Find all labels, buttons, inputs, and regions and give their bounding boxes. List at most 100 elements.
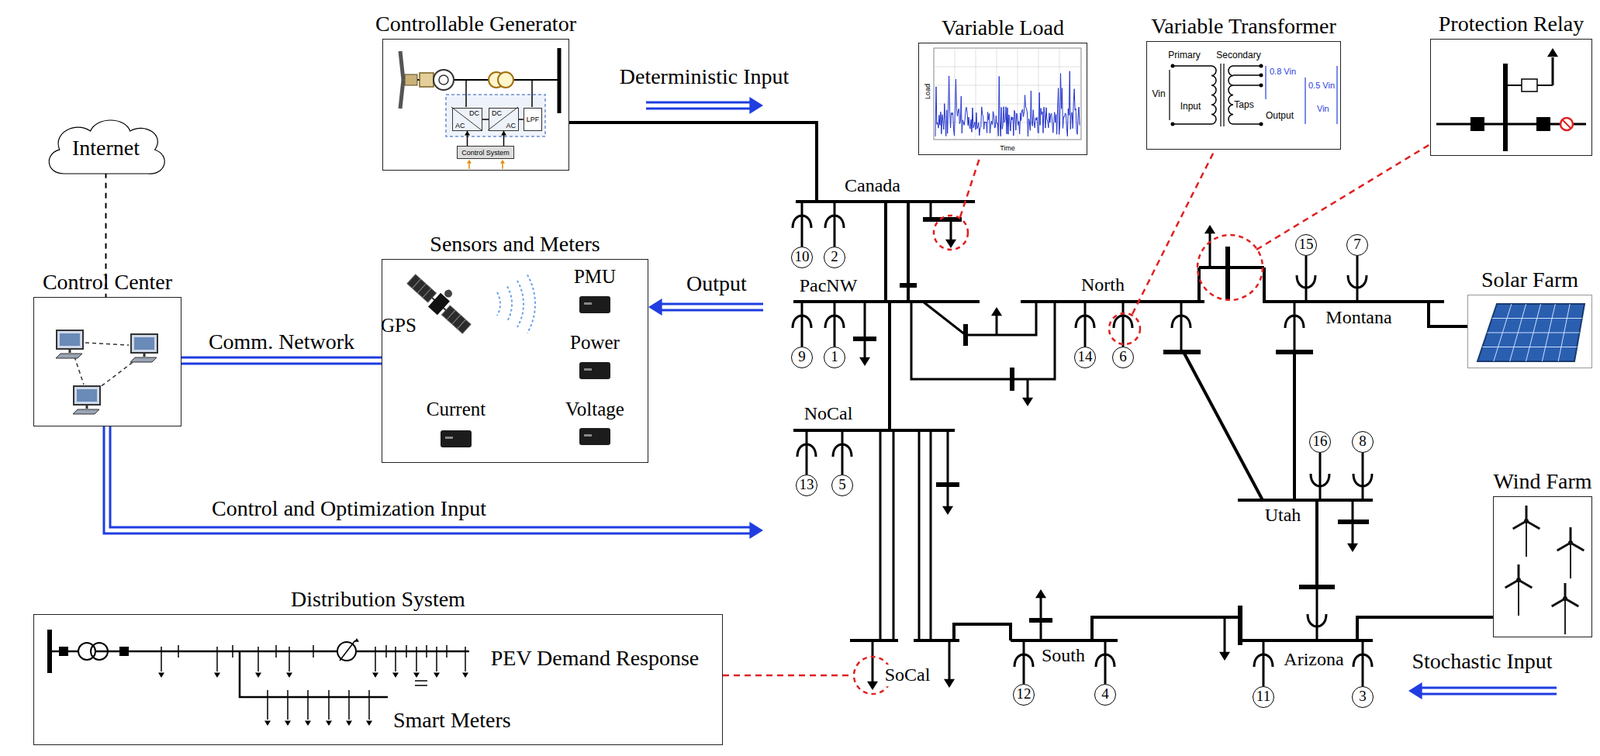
drop	[328, 697, 330, 720]
converter-label: AC	[455, 121, 466, 130]
sensors-box: Sensors and Meters	[381, 259, 649, 464]
drop-arrow	[158, 673, 165, 678]
box-heading: Variable Transformer	[1150, 13, 1337, 39]
connector	[464, 131, 470, 146]
drop	[257, 651, 260, 672]
converter-region	[445, 94, 546, 137]
generator-stem	[1022, 640, 1026, 685]
drop	[266, 697, 269, 720]
dimension-line	[1336, 65, 1338, 125]
connector	[482, 119, 489, 121]
nacelle	[404, 74, 418, 86]
computer-monitor	[56, 330, 83, 350]
line	[1092, 617, 1241, 641]
computer-screen	[76, 389, 97, 402]
converter-box: DCAC	[452, 107, 483, 132]
turbine-hub	[1516, 577, 1521, 583]
drop-arrow	[372, 673, 379, 678]
converter-label: AC	[505, 121, 516, 130]
drop	[464, 651, 467, 672]
network-link	[99, 358, 139, 388]
box-heading: Control Center	[42, 269, 173, 295]
turbine-tower	[1517, 580, 1520, 616]
load-arrow	[1204, 224, 1216, 234]
tick	[435, 646, 438, 652]
relay-symbol	[1560, 117, 1573, 131]
line	[1183, 352, 1263, 501]
line	[922, 301, 1037, 336]
double-arrow-line	[110, 426, 751, 528]
bus-name: Utah	[1262, 504, 1304, 527]
generator-circle	[438, 75, 449, 85]
converter-link	[482, 118, 489, 121]
meter-device	[579, 428, 611, 446]
part-label: Secondary	[1216, 50, 1261, 62]
part-label: Taps	[1233, 100, 1254, 111]
panel-grid	[1487, 332, 1580, 334]
box-label: Control System	[461, 148, 510, 156]
load-line	[948, 640, 951, 681]
dimension-label: 0.8 Vin	[1269, 66, 1296, 77]
generator-symbol	[1095, 654, 1115, 667]
drop	[368, 697, 370, 720]
callout-number: 12	[1012, 684, 1035, 706]
drop-arrow	[462, 673, 469, 678]
signal-label: PMU	[573, 266, 616, 289]
tap-line	[1233, 123, 1262, 125]
double-arrow-line	[660, 303, 764, 306]
generator-stem	[1293, 301, 1296, 353]
generator-stem	[841, 430, 844, 475]
part-label: Vin	[1151, 89, 1165, 101]
control-signal	[501, 163, 504, 170]
meter-led	[584, 302, 592, 305]
load-line	[946, 484, 950, 508]
wire	[1505, 84, 1522, 87]
computer-monitor	[73, 386, 101, 405]
line	[1292, 352, 1296, 501]
bus-bar	[1503, 63, 1508, 152]
drop-arrow	[392, 673, 399, 678]
chart-grid	[996, 48, 998, 140]
gearbox	[419, 72, 434, 87]
double-arrow-line	[103, 426, 751, 534]
generator-stem	[801, 301, 804, 347]
generator-stem	[1361, 640, 1365, 687]
terminal-dot	[1171, 64, 1175, 69]
generator-symbol	[797, 444, 816, 457]
callout-number: 4	[1094, 684, 1117, 706]
drop-arrow	[264, 721, 271, 726]
meter-led	[584, 434, 592, 437]
leader-line	[1132, 150, 1215, 315]
radio-wave	[497, 292, 501, 316]
dimension-label: 0.5 Vin	[1308, 80, 1335, 91]
turbine-tower	[1564, 598, 1566, 635]
component-box: Solar Farm	[1467, 294, 1593, 369]
signal-label: GPS	[380, 314, 417, 338]
callout-number: 7	[1346, 234, 1369, 256]
radio-wave	[527, 275, 536, 334]
control-box: Control System	[456, 145, 515, 159]
component-box: Controllable GeneratorDCACDCACLPFControl…	[382, 38, 570, 171]
bus-name: Arizona	[1281, 649, 1346, 671]
chart-grid	[933, 103, 1082, 105]
radio-wave	[517, 280, 524, 328]
generator-feeder	[569, 122, 817, 202]
drop-arrow	[325, 721, 332, 726]
generator-stem	[1084, 301, 1087, 347]
drop	[348, 697, 350, 720]
drop	[288, 651, 291, 672]
tick	[231, 645, 234, 658]
computer-screen	[134, 337, 155, 350]
breaker	[119, 646, 129, 657]
double-arrow-head	[749, 521, 764, 540]
line	[1012, 301, 1055, 380]
generator-symbol	[1310, 473, 1330, 487]
callout-number: 2	[823, 246, 846, 269]
generator-stem	[1262, 640, 1265, 687]
drop	[374, 651, 377, 672]
tick	[307, 690, 309, 698]
drop	[394, 651, 397, 672]
drop-arrow	[366, 721, 373, 726]
tick	[257, 646, 260, 652]
